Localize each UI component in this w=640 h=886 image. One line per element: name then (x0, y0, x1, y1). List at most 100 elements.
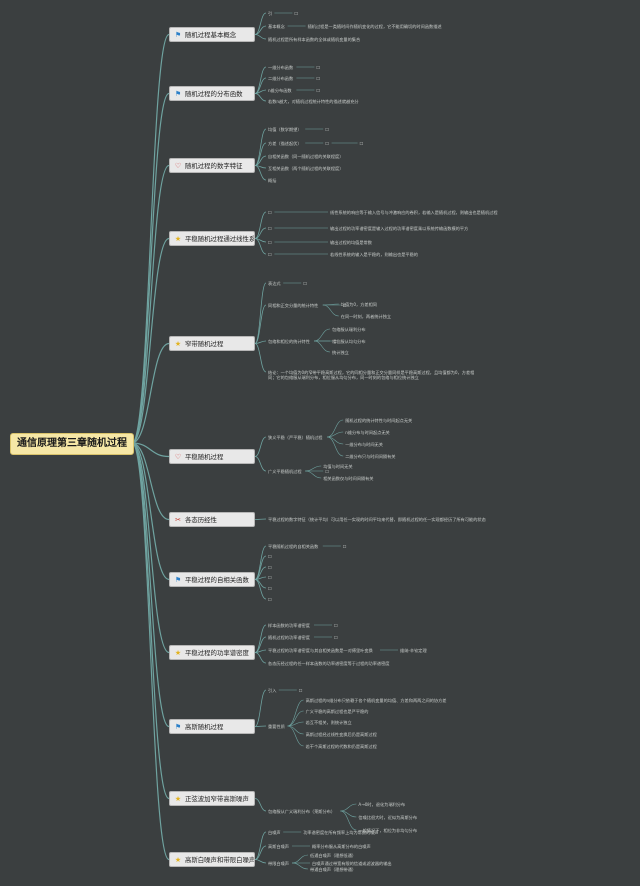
connector-line (254, 165, 267, 181)
tools-icon: ✂ (175, 516, 181, 524)
star-icon: ★ (174, 856, 182, 864)
topic-label: 高斯随机过程 (185, 723, 224, 731)
topic-9[interactable]: ★平稳过程的功率谱密度 (169, 645, 255, 660)
branch-item: 基本概念 (268, 23, 285, 29)
branch-item: 互相关函数（两个随机过程的关联程度） (268, 165, 344, 171)
connector-line (254, 545, 267, 580)
connector-line (287, 710, 304, 727)
branch-note: ☐ (342, 302, 347, 308)
branch-item: ☐ (268, 574, 272, 580)
root-topic[interactable]: 通信原理第三章随机过程 (10, 433, 134, 455)
sub-item: 信噪比很大时，近似为高斯分布 (358, 814, 418, 820)
branch-item: 概括 (268, 177, 277, 183)
connector-line (131, 164, 170, 444)
connector-line (254, 66, 267, 94)
branch-item: 高斯白噪声 (268, 843, 289, 849)
branch-item: n维分布函数 (268, 87, 292, 93)
branch-item: 同相和正交分量的统计特性 (268, 302, 319, 308)
topic-6[interactable]: ♡平稳随机过程 (169, 449, 255, 464)
branch-item: ☐ (268, 596, 272, 602)
connector-line (305, 465, 322, 472)
branch-note: 白噪声通过带宽有限的信道或滤波器的输出 (312, 860, 392, 866)
sub-item: 随机过程的统计特性与时间起点无关 (345, 417, 413, 423)
branch-item: ☐ (268, 239, 272, 245)
topic-11[interactable]: ★正弦波加窄带高斯噪声 (169, 791, 255, 806)
star-icon: ★ (174, 340, 182, 348)
connector-line (254, 456, 267, 472)
branch-note: ☐ (334, 338, 338, 344)
connector-line (254, 689, 267, 727)
connector-line (327, 431, 344, 438)
connector-line (131, 442, 170, 654)
connector-line (287, 699, 304, 727)
topic-2[interactable]: ⚑随机过程的分布函数 (169, 86, 255, 101)
sub-item: A→0时，退化为瑞利分布 (358, 801, 406, 807)
connector-line (254, 340, 267, 344)
branch-note: ☐ (334, 634, 338, 640)
branch-item: 包络服从广义瑞利分布（莱斯分布） (268, 808, 336, 814)
branch-item: 方差（描述起伏） (268, 140, 302, 146)
connector-line (254, 238, 267, 255)
connector-line (131, 442, 170, 861)
branch-item: ☐ (268, 251, 272, 257)
branch-item: 带限白噪声 (268, 860, 289, 866)
branch-note: 随机过程是一类随时间作随机变化的过程，它不能用确切的时间函数描述 (307, 23, 442, 29)
branch-item: 白噪声 (268, 829, 281, 835)
sub-item: 若干个高斯过程的代数和仍是高斯过程 (305, 743, 377, 749)
topic-label: 平稳随机过程通过线性系统 (185, 235, 255, 243)
topic-label: 窄带随机过程 (185, 340, 224, 348)
topic-label: 平稳过程的功率谱密度 (185, 649, 249, 657)
branch-item: ☐ (268, 225, 272, 231)
connector-line (131, 442, 170, 458)
topic-7[interactable]: ✂各态历经性 (169, 512, 255, 527)
topic-8[interactable]: ⚑平稳过程的自相关函数 (169, 572, 255, 587)
connector-line (131, 442, 170, 728)
connector-line (131, 33, 170, 444)
topic-12[interactable]: ★高斯白噪声和带限白噪声 (169, 852, 255, 867)
topic-label: 随机过程的分布函数 (185, 90, 243, 98)
connector-line (131, 92, 170, 444)
connector-line (327, 419, 344, 438)
sub-item: 包络服从瑞利分布 (332, 326, 366, 332)
branch-item: ☐ (268, 209, 272, 215)
star-icon: ★ (174, 649, 182, 657)
sub-item: 广义平稳的高斯过程也是严平稳的 (305, 708, 369, 714)
connector-line (340, 803, 357, 812)
topic-1[interactable]: ⚑随机过程基本概念 (169, 27, 255, 42)
branch-note: ☐ (316, 87, 321, 93)
branch-item: 均值（数学期望） (268, 126, 302, 132)
connector-line (254, 436, 267, 457)
branch-item: 平稳过程的功率谱密度与其自相关函数是一对傅里叶变换 (268, 647, 373, 653)
sub-item: 低通白噪声（理想低通） (310, 852, 357, 858)
branch-item: 平稳过程的数字特征（统计平均）可以用任一实现的时间平均来代替，即随机过程的任一实… (268, 516, 486, 522)
branch-item: 狭义平稳（严平稳）随机过程 (268, 434, 323, 440)
connector-line (254, 282, 267, 344)
connector-line (254, 845, 267, 860)
connector-line (305, 470, 322, 479)
branch-item: 二维分布函数 (268, 75, 294, 81)
branch-item: 结论：一个均值为0的窄带平稳高斯过程，它的同相分量和正交分量同样是平稳高斯过程，… (268, 370, 475, 380)
topic-5[interactable]: ★窄带随机过程 (169, 336, 255, 351)
topic-label: 高斯白噪声和带限白噪声 (185, 856, 255, 864)
topic-3[interactable]: ♡随机过程的数字特征 (169, 158, 255, 173)
topic-label: 随机过程的数字特征 (185, 162, 243, 170)
sub-item: 相关函数仅与时间间隔有关 (323, 475, 374, 481)
sub-item: 若互不相关，则统计独立 (305, 719, 352, 725)
topic-10[interactable]: ⚑高斯随机过程 (169, 719, 255, 734)
branch-item: 样本函数的功率谱密度 (268, 622, 310, 628)
sub-item: 均值为0，方差相同 (340, 301, 377, 307)
branch-item: 包络和相位的统计特性 (268, 338, 310, 344)
branch-note: ☐ (298, 687, 303, 693)
branch-item: 重要性质 (268, 723, 285, 729)
branch-note: ☐ (325, 468, 329, 474)
branch-item: ☐ (268, 564, 272, 570)
topic-4[interactable]: ★平稳随机过程通过线性系统 (169, 231, 255, 246)
connector-line (131, 442, 170, 581)
branch-item: 引入 (268, 687, 277, 693)
flag-icon: ⚑ (174, 31, 182, 39)
sub-item: 在同一时刻，两者统计独立 (340, 313, 392, 319)
connector-line (254, 831, 267, 860)
sub-item: n维分布与时间起点无关 (345, 429, 390, 435)
connector-line (254, 34, 267, 40)
